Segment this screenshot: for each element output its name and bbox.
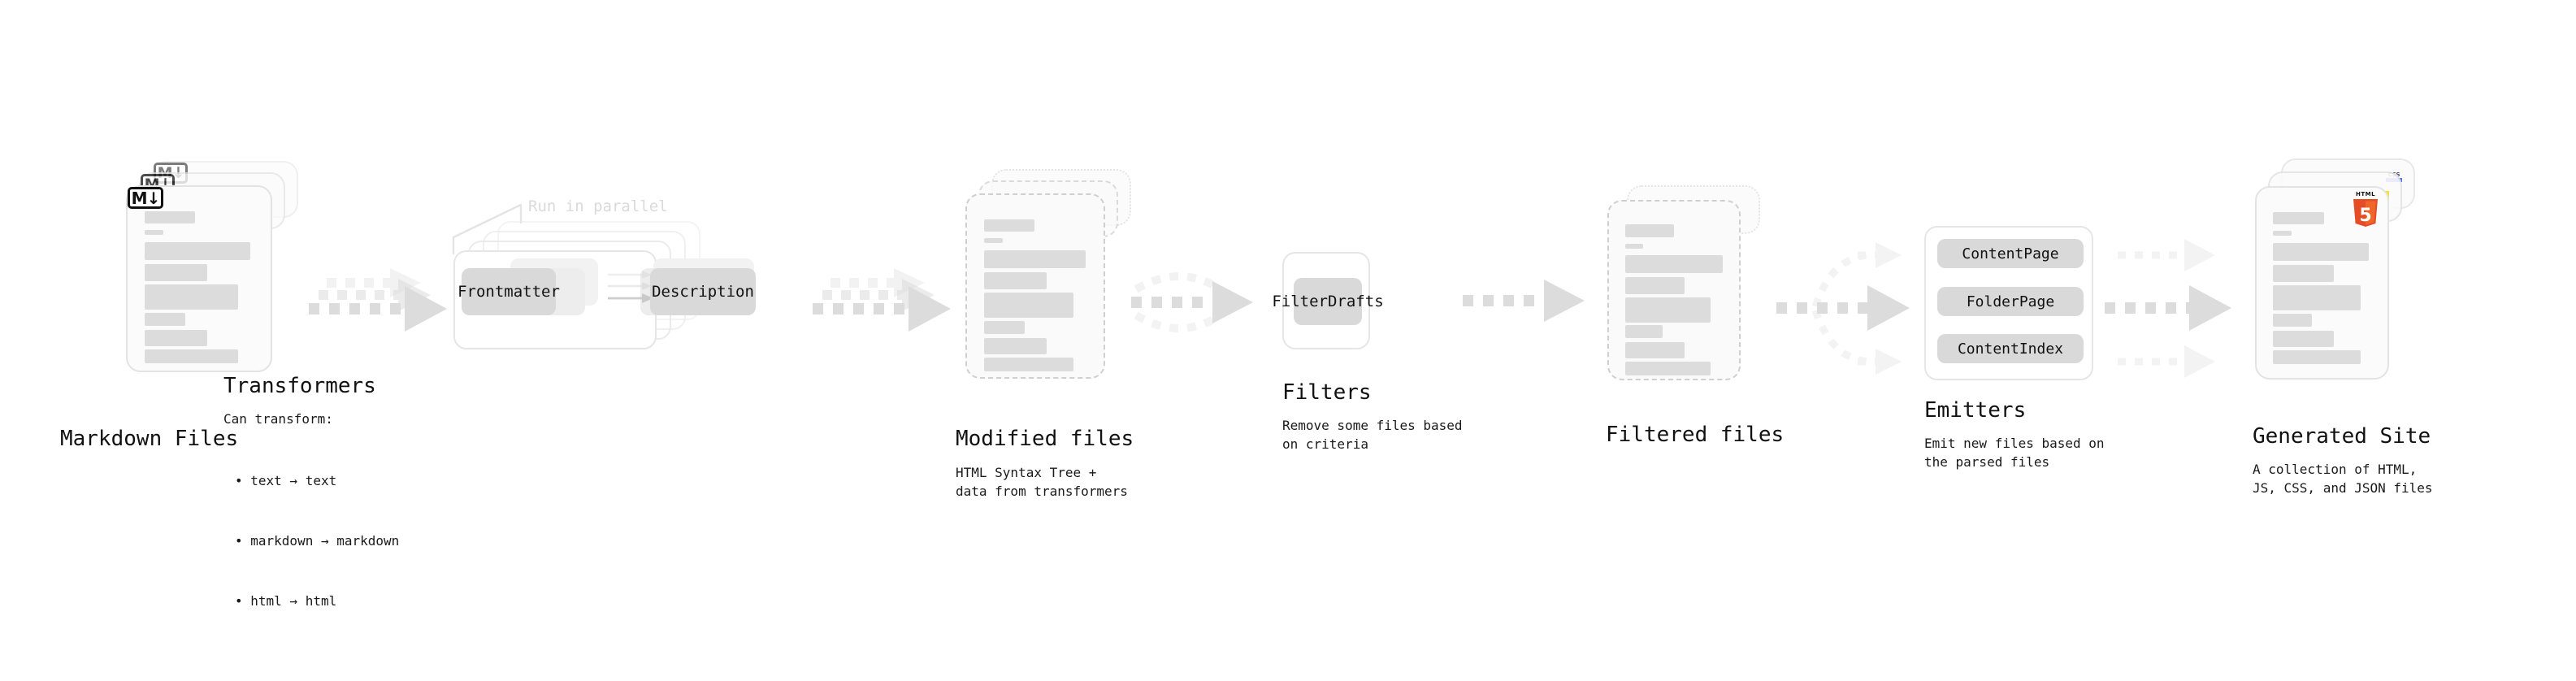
filtered-file-skeleton — [1609, 202, 1739, 379]
stage-desc-transformers: Can transform: — [223, 411, 333, 427]
skeleton-bar — [1625, 297, 1711, 323]
pill-label-contentindex: ContentIndex — [1957, 340, 2064, 358]
skeleton-bar — [984, 358, 1073, 371]
stage-title-transformers: Transformers — [223, 374, 376, 398]
skeleton-bar — [145, 230, 163, 235]
emitter-pill-folderpage[interactable]: FolderPage — [1937, 287, 2084, 316]
transformer-pill-description[interactable]: Description — [650, 268, 756, 315]
emitters-group: ContentPage FolderPage ContentIndex — [1924, 226, 2093, 380]
skeleton-bar — [145, 313, 185, 326]
stage-title-modified-files: Modified files — [956, 427, 1134, 451]
skeleton-bar — [145, 284, 238, 310]
arrow-filtered-to-emitters — [1776, 242, 1910, 375]
markdown-file-card-front: M↓ — [126, 185, 272, 372]
stage-desc-generated-site: A collection of HTML, JS, CSS, and JSON … — [2253, 462, 2433, 497]
skeleton-bar — [2273, 212, 2324, 224]
skeleton-bar — [2273, 231, 2292, 236]
stage-title-filters: Filters — [1282, 380, 1372, 405]
transformers-bullet-item: • markdown → markdown — [235, 532, 400, 549]
pill-label-filterdrafts: FilterDrafts — [1272, 293, 1384, 310]
skeleton-bar — [984, 272, 1047, 289]
pill-label-description: Description — [652, 283, 754, 301]
skeleton-bar — [984, 321, 1025, 334]
arrow-transformers-to-modified — [813, 268, 951, 332]
skeleton-bar — [984, 219, 1034, 232]
skeleton-bar — [1625, 244, 1643, 249]
modified-file-skeleton — [967, 195, 1104, 377]
stage-desc-filters: Remove some files based on criteria — [1282, 418, 1463, 453]
markdown-icon: M↓ — [128, 187, 163, 209]
skeleton-bar — [2273, 331, 2334, 347]
markdown-file-skeleton — [128, 187, 271, 371]
transformers-bullet-item: • text → text — [235, 472, 337, 488]
stage-title-markdown-files: Markdown Files — [60, 427, 239, 451]
run-in-parallel-bracket — [452, 203, 523, 255]
filters-group: FilterDrafts — [1272, 252, 1384, 349]
modified-file-card-front — [965, 193, 1105, 379]
html5-icon-shield: 5 — [2353, 199, 2378, 227]
emitter-pill-contentindex[interactable]: ContentIndex — [1937, 334, 2084, 363]
arrow-markdown-to-transformers — [309, 268, 447, 332]
skeleton-bar — [145, 330, 207, 346]
skeleton-bar — [1625, 362, 1711, 375]
markdown-icon-arrow: ↓ — [146, 188, 161, 208]
skeleton-bar — [145, 349, 238, 363]
markdown-icon-label: M — [131, 188, 148, 208]
skeleton-bar — [984, 338, 1047, 354]
skeleton-bar — [145, 242, 250, 260]
skeleton-bar — [984, 250, 1086, 268]
skeleton-bar — [2273, 243, 2369, 261]
pill-label-frontmatter: Frontmatter — [458, 283, 560, 301]
stage-title-filtered-files: Filtered files — [1606, 423, 1785, 447]
skeleton-bar — [1625, 224, 1674, 237]
filter-pill-filterdrafts[interactable]: FilterDrafts — [1272, 278, 1384, 325]
skeleton-bar — [2273, 265, 2334, 282]
transformer-inner-arrows — [608, 271, 653, 303]
skeleton-bar — [984, 293, 1073, 318]
html5-icon: HTML 5 — [2352, 191, 2379, 227]
emitter-pill-contentpage[interactable]: ContentPage — [1937, 239, 2084, 268]
transformers-bullet-list: • text → text • markdown → markdown • ht… — [235, 431, 399, 653]
html5-icon-wordmark: HTML — [2355, 191, 2376, 197]
pill-label-contentpage: ContentPage — [1962, 245, 2059, 262]
skeleton-bar — [984, 238, 1003, 243]
skeleton-bar — [2273, 285, 2361, 310]
arrow-modified-to-filters — [1131, 272, 1253, 332]
skeleton-bar — [1625, 342, 1685, 358]
generated-file-skeleton — [2257, 188, 2387, 378]
pill-label-folderpage: FolderPage — [1966, 293, 2055, 310]
arrow-filters-to-filtered — [1463, 280, 1585, 322]
skeleton-bar — [1625, 277, 1685, 294]
skeleton-bar — [1625, 325, 1663, 338]
stage-desc-modified-files: HTML Syntax Tree + data from transformer… — [956, 465, 1128, 500]
skeleton-bar — [1625, 255, 1723, 273]
skeleton-bar — [2273, 350, 2361, 364]
skeleton-bar — [2273, 314, 2312, 327]
transformer-pill-frontmatter[interactable]: Frontmatter — [458, 268, 560, 315]
filtered-file-card-front — [1607, 200, 1741, 380]
svg-text:5: 5 — [2359, 206, 2371, 226]
run-in-parallel-label: Run in parallel — [528, 197, 668, 215]
stage-title-generated-site: Generated Site — [2253, 424, 2431, 449]
transformers-bullet-item: • html → html — [235, 593, 337, 609]
skeleton-bar — [145, 264, 207, 281]
arrow-emitters-to-site — [2105, 239, 2231, 378]
generated-file-card-html: HTML 5 — [2255, 186, 2389, 380]
stage-title-emitters: Emitters — [1924, 398, 2027, 423]
skeleton-bar — [145, 211, 195, 223]
stage-desc-emitters: Emit new files based on the parsed files — [1924, 436, 2105, 471]
